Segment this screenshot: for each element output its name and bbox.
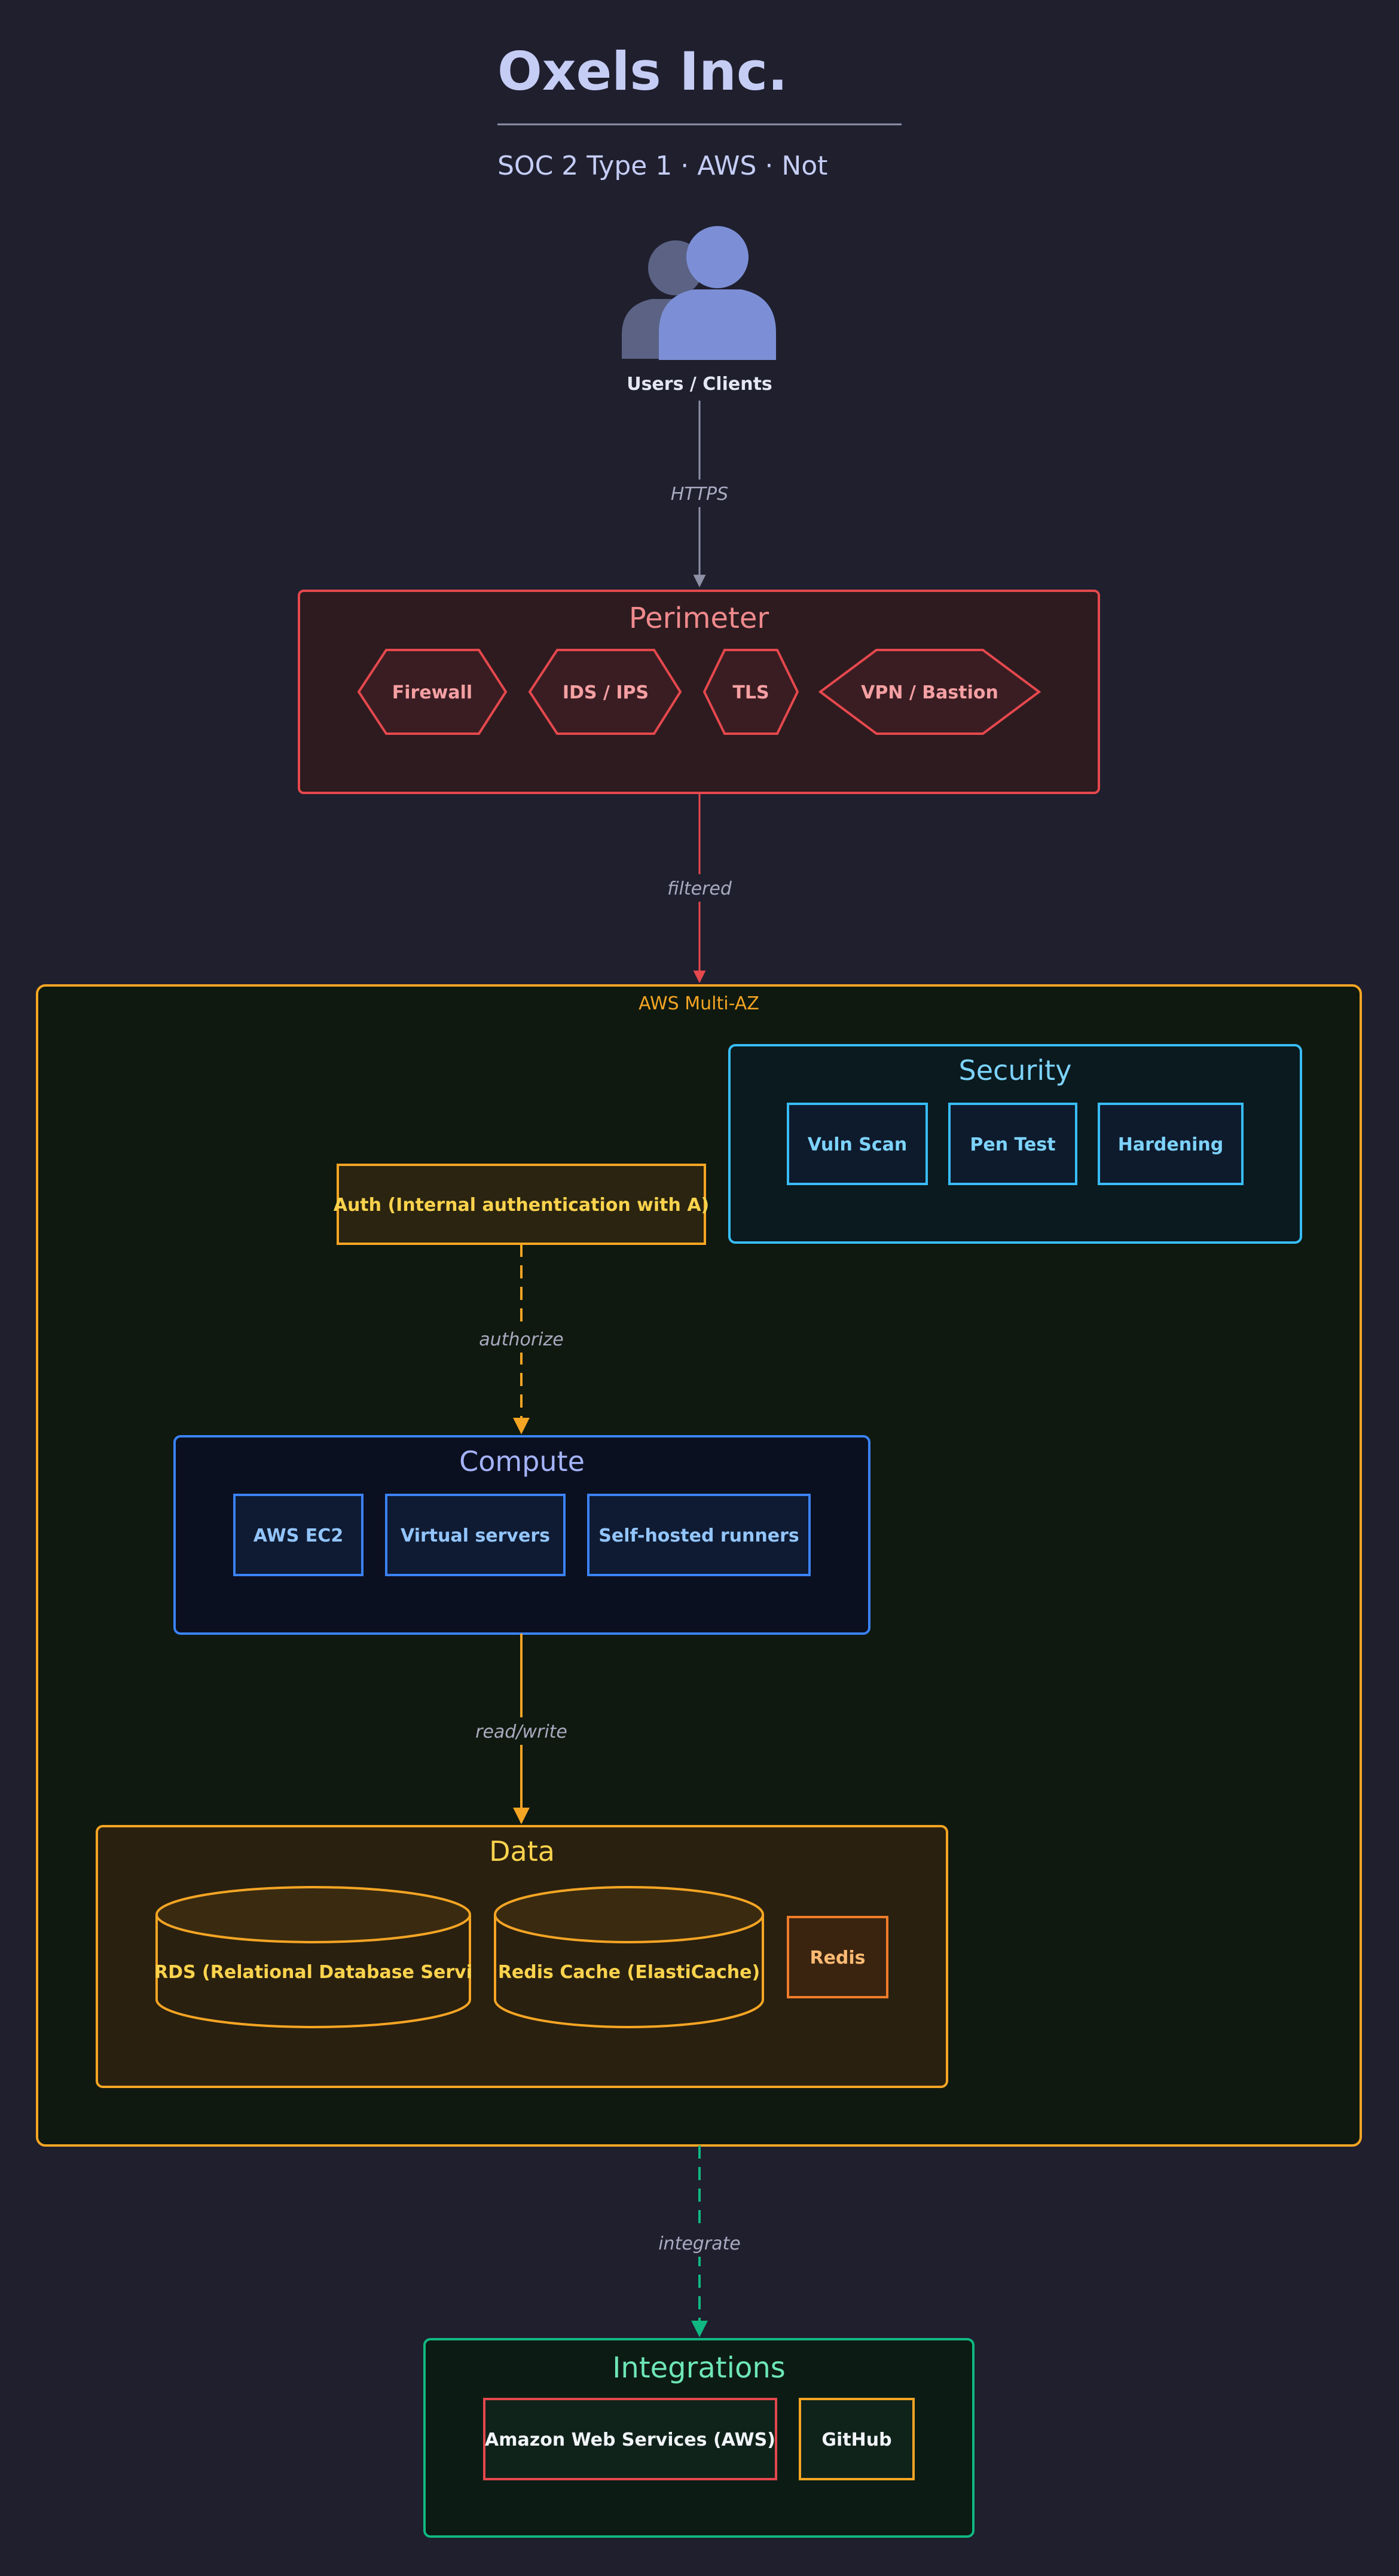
github-integration-label: GitHub	[821, 2430, 891, 2450]
ids-ips-label: IDS / IPS	[563, 682, 649, 703]
auth-label: Auth (Internal authentication with A)	[334, 1195, 710, 1216]
page-title: Oxels Inc.	[497, 41, 787, 102]
perimeter-item-firewall	[357, 649, 508, 735]
perimeter-item-vpn-bastion	[818, 649, 1041, 735]
security-title: Security	[959, 1054, 1072, 1086]
virtual-servers-label: Virtual servers	[401, 1525, 550, 1546]
data-item-redis	[787, 1916, 888, 1998]
aws-integration-label: Amazon Web Services (AWS)	[485, 2430, 775, 2450]
integration-item-github	[799, 2398, 915, 2480]
edge-label-authorize: authorize	[479, 1329, 563, 1350]
firewall-label: Firewall	[392, 682, 472, 703]
data-item-redis-cache-cylinder	[494, 1886, 764, 2028]
edge-label-integrate: integrate	[658, 2233, 741, 2254]
aws-ec2-label: AWS EC2	[253, 1525, 343, 1546]
compute-item-virtual-servers	[385, 1494, 566, 1576]
redis-label: Redis	[810, 1948, 865, 1968]
perimeter-group: Perimeter Firewall IDS / IPS TLS VPN / B…	[298, 590, 1100, 794]
compute-title: Compute	[459, 1445, 585, 1478]
compute-group: Compute AWS EC2 Virtual servers Self-hos…	[173, 1435, 870, 1635]
security-item-pen-test	[948, 1103, 1077, 1185]
tls-label: TLS	[732, 682, 769, 703]
self-hosted-runners-label: Self-hosted runners	[598, 1525, 799, 1546]
integrations-title: Integrations	[612, 2351, 786, 2385]
integration-item-aws	[483, 2398, 777, 2480]
security-item-hardening	[1098, 1103, 1244, 1185]
perimeter-item-tls	[702, 649, 799, 735]
edge-label-https: HTTPS	[671, 484, 728, 505]
compute-item-self-hosted-runners	[587, 1494, 811, 1576]
data-title: Data	[489, 1835, 555, 1867]
compute-item-aws-ec2	[233, 1494, 364, 1576]
edge-label-filtered: filtered	[667, 878, 732, 899]
users-icon	[622, 226, 776, 360]
security-group: Security Vuln Scan Pen Test Hardening	[728, 1044, 1302, 1244]
redis-cache-label: Redis Cache (ElastiCache)	[498, 1962, 760, 1983]
aws-label: AWS Multi-AZ	[639, 993, 759, 1014]
users-label: Users / Clients	[627, 374, 772, 395]
security-item-vuln-scan	[787, 1103, 928, 1185]
vuln-scan-label: Vuln Scan	[808, 1134, 908, 1155]
data-group: Data RDS (Relational Database Servi Redi…	[96, 1825, 948, 2088]
data-item-rds-cylinder	[155, 1886, 471, 2028]
perimeter-title: Perimeter	[629, 602, 769, 635]
page-subtitle: SOC 2 Type 1 · AWS · Not	[497, 151, 827, 181]
rds-label: RDS (Relational Database Servi	[154, 1962, 472, 1983]
hardening-label: Hardening	[1118, 1134, 1223, 1155]
perimeter-item-ids-ips	[528, 649, 682, 735]
vpn-bastion-label: VPN / Bastion	[861, 682, 998, 703]
edge-label-readwrite: read/write	[475, 1722, 567, 1742]
pen-test-label: Pen Test	[970, 1134, 1055, 1155]
integrations-group: Integrations Amazon Web Services (AWS) G…	[423, 2338, 975, 2538]
